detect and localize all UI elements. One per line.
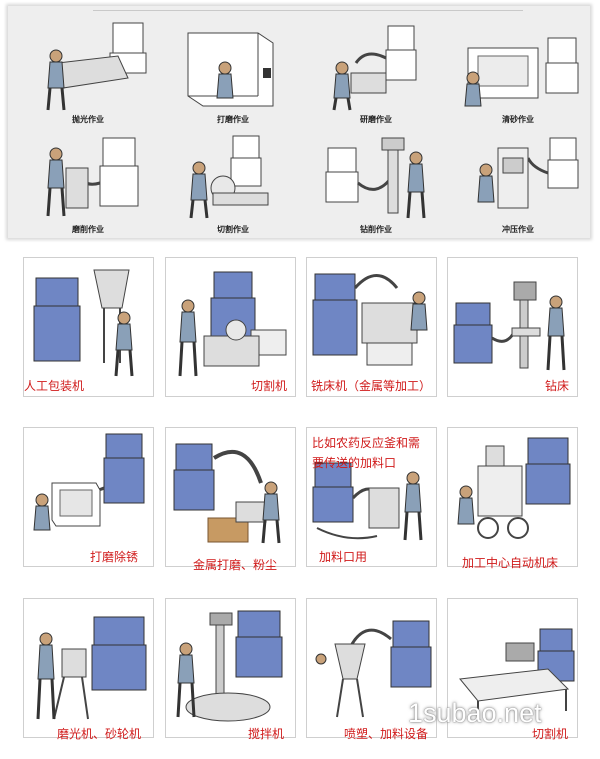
milling-machine-illustration	[312, 273, 428, 366]
caption-polisher-grinder: 磨光机、砂轮机	[57, 727, 142, 741]
packing-machine-illustration	[33, 269, 134, 377]
caption-feeding-port: 加料口用	[319, 550, 368, 564]
feeding-port-illustration	[312, 462, 423, 541]
abrasive-cutting-scene: 磨削作业	[18, 128, 158, 236]
derusting-booth-illustration	[33, 433, 145, 531]
cutting-table-illustration	[459, 628, 575, 721]
polisher-grinder-panel: 磨光机、砂轮机	[23, 598, 154, 741]
grinding-booth-illustration	[187, 32, 274, 107]
drilling-illustration	[325, 137, 426, 219]
caption-sand-cleaning: 清砂作业	[502, 115, 534, 124]
caption-spray-feeding: 喷塑、加料设备	[344, 727, 429, 741]
site-watermark: 1subao.net	[408, 698, 542, 728]
manual-packing-panel: 人工包装机	[23, 257, 154, 397]
stamping-illustration	[477, 137, 579, 209]
caption-metal-grinding-dust: 金属打磨、粉尘	[193, 558, 278, 572]
polisher-grinder-illustration	[36, 616, 147, 720]
metal-grinding-dust-panel: 金属打磨、粉尘	[165, 427, 296, 572]
caption-lapping: 研磨作业	[360, 115, 392, 124]
polishing-scene: 抛光作业	[18, 18, 158, 126]
feeding-port-panel: 比如农药反应釜和需 要传送的加料口 加料口用	[306, 427, 437, 567]
milling-machine-panel: 铣床机（金属等加工）	[306, 257, 437, 397]
drill-press-panel: 钻床	[447, 257, 578, 397]
spray-feeding-illustration	[315, 620, 432, 718]
caption-cutting-table: 切割机	[532, 727, 569, 741]
caption-derusting: 打磨除锈	[90, 550, 139, 564]
cutting-scene: 切割作业	[163, 128, 303, 236]
cutting-table-panel: 切割机	[447, 598, 578, 741]
top-illustration-panel: 抛光作业 打磨作业 研磨作业	[8, 6, 590, 238]
mixer-panel: 搅拌机	[165, 598, 296, 741]
drilling-scene: 钻削作业	[306, 128, 446, 236]
caption-cutting-machine: 切割机	[251, 379, 288, 393]
caption-manual-packing: 人工包装机	[24, 379, 85, 393]
caption-abrasive-cutting: 磨削作业	[72, 225, 104, 234]
caption-stamping: 冲压作业	[502, 225, 534, 234]
derusting-panel: 打磨除锈	[23, 427, 154, 567]
grinding-scene: 打磨作业	[163, 18, 303, 126]
caption-machining-center: 加工中心自动机床	[462, 556, 559, 570]
caption-polishing: 抛光作业	[72, 115, 104, 124]
annotation-line-2: 要传送的加料口	[312, 456, 397, 470]
caption-milling-machine: 铣床机（金属等加工）	[311, 379, 432, 393]
mixer-illustration	[176, 610, 283, 722]
polishing-illustration	[46, 22, 147, 111]
caption-drilling: 钻削作业	[360, 225, 392, 234]
cutting-machine-illustration	[178, 271, 287, 377]
spray-feeding-panel: 喷塑、加料设备	[306, 598, 437, 741]
lapping-illustration	[332, 25, 417, 111]
drill-press-illustration	[453, 281, 566, 371]
machining-center-panel: 加工中心自动机床	[447, 427, 578, 570]
abrasive-cutting-illustration	[46, 137, 139, 217]
caption-grinding: 打磨作业	[217, 115, 249, 124]
sand-cleaning-scene: 清砂作业	[448, 18, 588, 126]
stamping-scene: 冲压作业	[448, 128, 588, 236]
cutting-illustration	[189, 135, 269, 219]
cutting-machine-panel: 切割机	[165, 257, 296, 397]
caption-drill-press: 钻床	[545, 379, 570, 393]
machining-center-illustration	[457, 437, 571, 539]
annotation-line-1: 比如农药反应釜和需	[312, 436, 421, 450]
caption-mixer: 搅拌机	[248, 727, 285, 741]
lapping-scene: 研磨作业	[306, 18, 446, 126]
top-divider	[93, 10, 523, 11]
metal-grinding-illustration	[173, 443, 281, 544]
caption-cutting: 切割作业	[217, 225, 249, 234]
sand-cleaning-illustration	[464, 37, 579, 107]
